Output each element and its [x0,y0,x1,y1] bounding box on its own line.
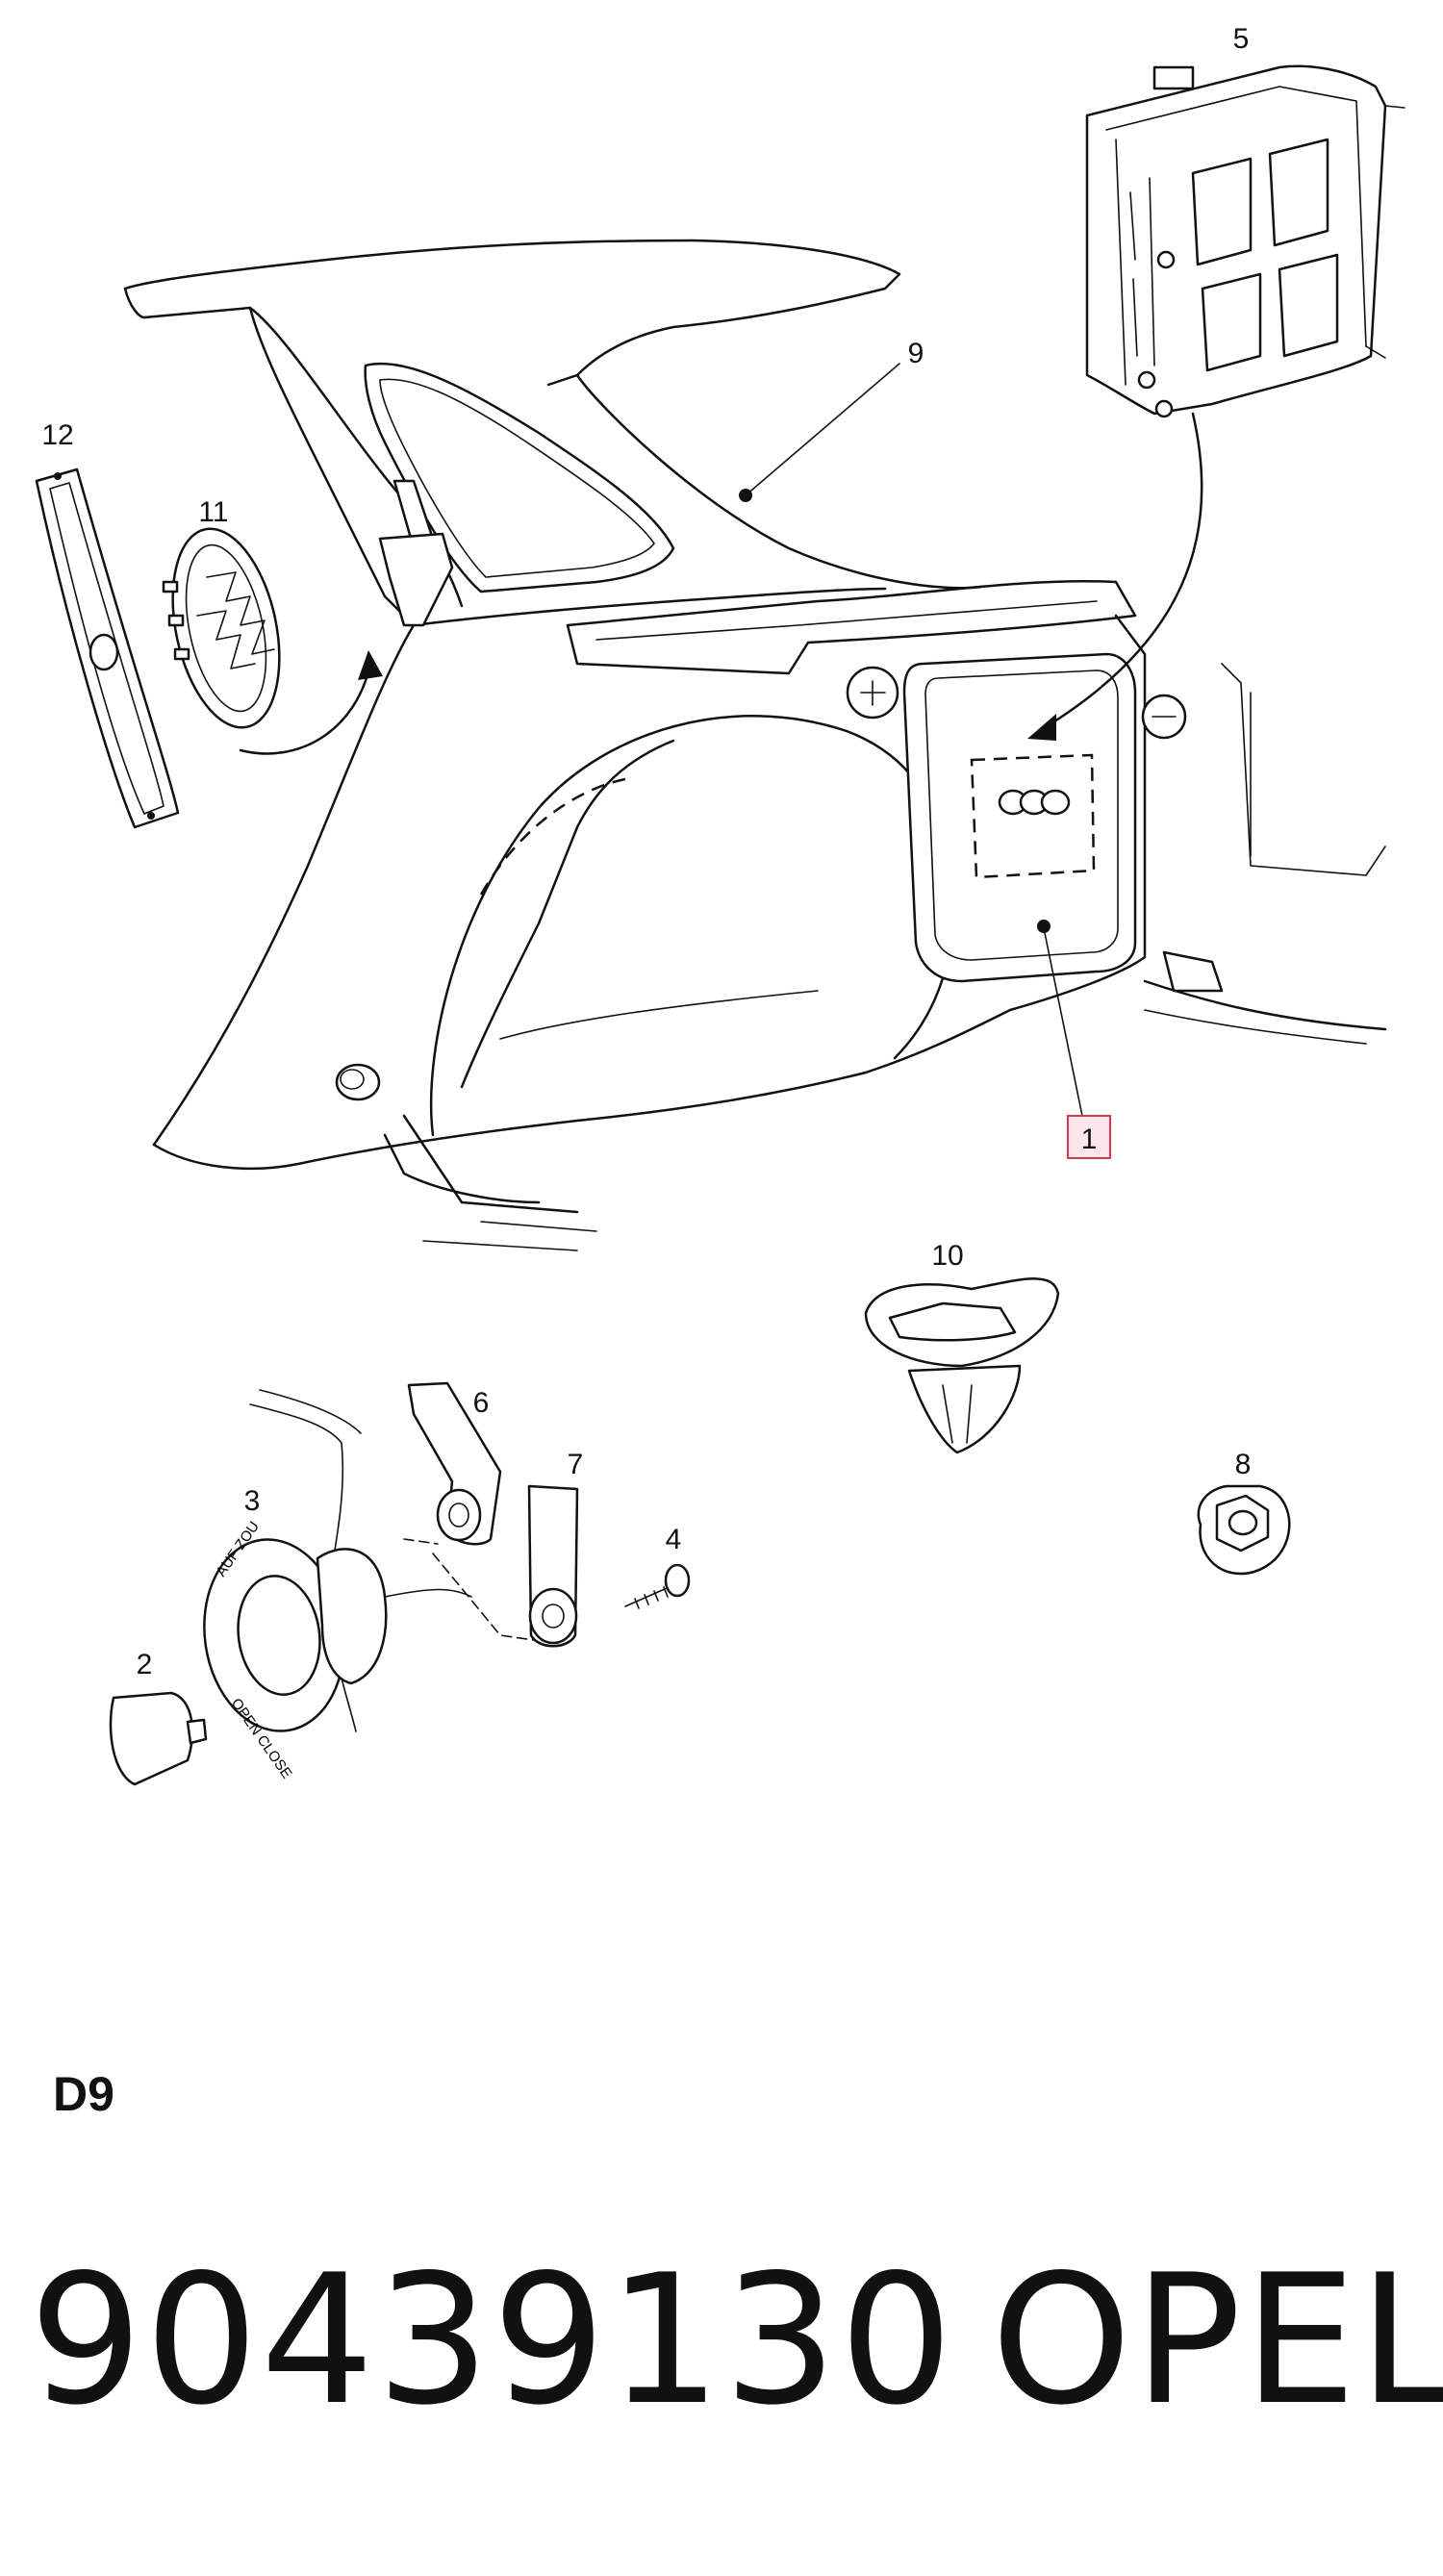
quarter-panel-trim-drawing [123,239,1387,1251]
callout-5: 5 [1233,23,1250,55]
callout-6: 6 [473,1387,490,1419]
part-11-grille-drawing [162,527,281,729]
part-8-nut-drawing [1197,1484,1291,1576]
callout-1-highlight [1067,1115,1111,1159]
callout-10: 10 [931,1240,963,1272]
callout-3: 3 [244,1485,261,1517]
leader-lines [739,363,1083,1117]
part-5-bracket-drawing [1085,64,1405,418]
callout-7: 7 [568,1449,584,1480]
callout-labels: 1 2 3 4 5 6 7 8 9 10 11 12 [41,23,1251,1680]
cover-vent-holes [998,789,1071,816]
part-12-trim-strip-drawing [35,467,180,829]
brand-name: OPEL [991,2235,1443,2444]
callout-9: 9 [908,338,924,369]
callout-8: 8 [1235,1449,1252,1480]
filler-cap-assembly-drawing: AUF ZOU OPEN CLOSE [109,1381,691,1786]
part-number: 90439130 [29,2235,955,2444]
callout-12: 12 [41,419,73,451]
diagram-code: D9 [53,2067,114,2121]
callout-2: 2 [137,1649,153,1680]
callout-4: 4 [666,1524,682,1555]
part-10-clip-drawing [864,1277,1060,1454]
callout-1: 1 [1081,1124,1098,1155]
callout-11: 11 [198,496,228,528]
